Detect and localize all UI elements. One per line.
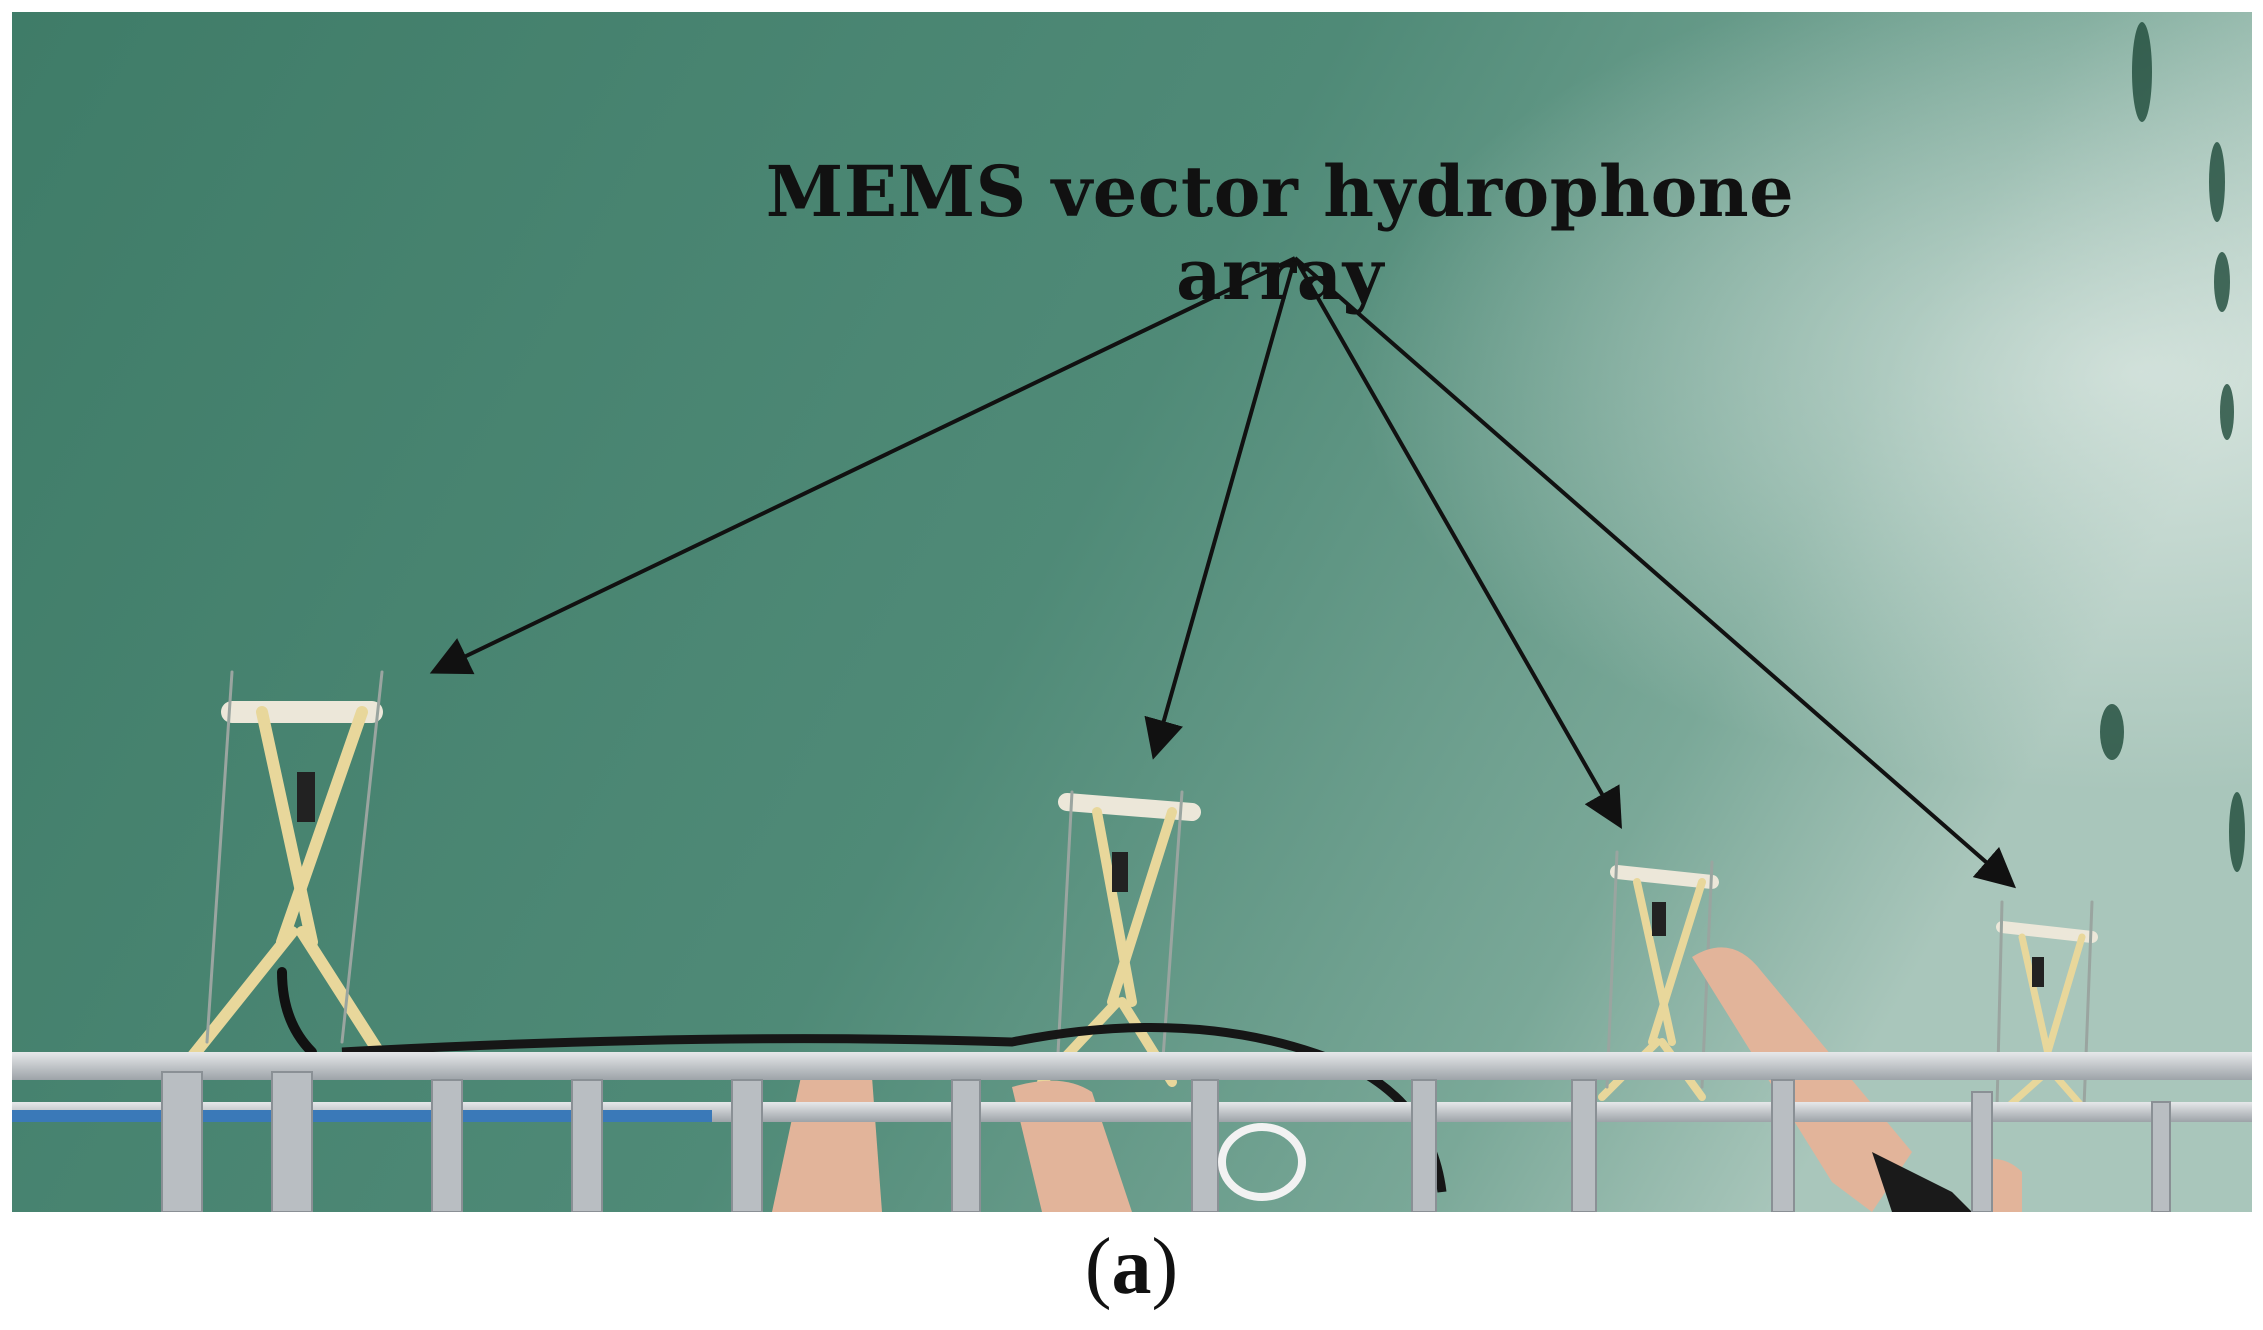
- metal-frame: [12, 1052, 2252, 1212]
- sleeve: [1872, 1152, 1972, 1212]
- caption-letter: a: [1111, 1223, 1152, 1311]
- figure-caption: (a): [0, 1222, 2263, 1313]
- caption-open: (: [1084, 1223, 1112, 1311]
- hydrophone-unit-1: [186, 670, 388, 1063]
- ripples: [2100, 22, 2245, 872]
- signal-cable: [341, 1022, 1447, 1193]
- array-label: MEMS vector hydrophone array: [765, 150, 1795, 316]
- caption-close: ): [1151, 1223, 1179, 1311]
